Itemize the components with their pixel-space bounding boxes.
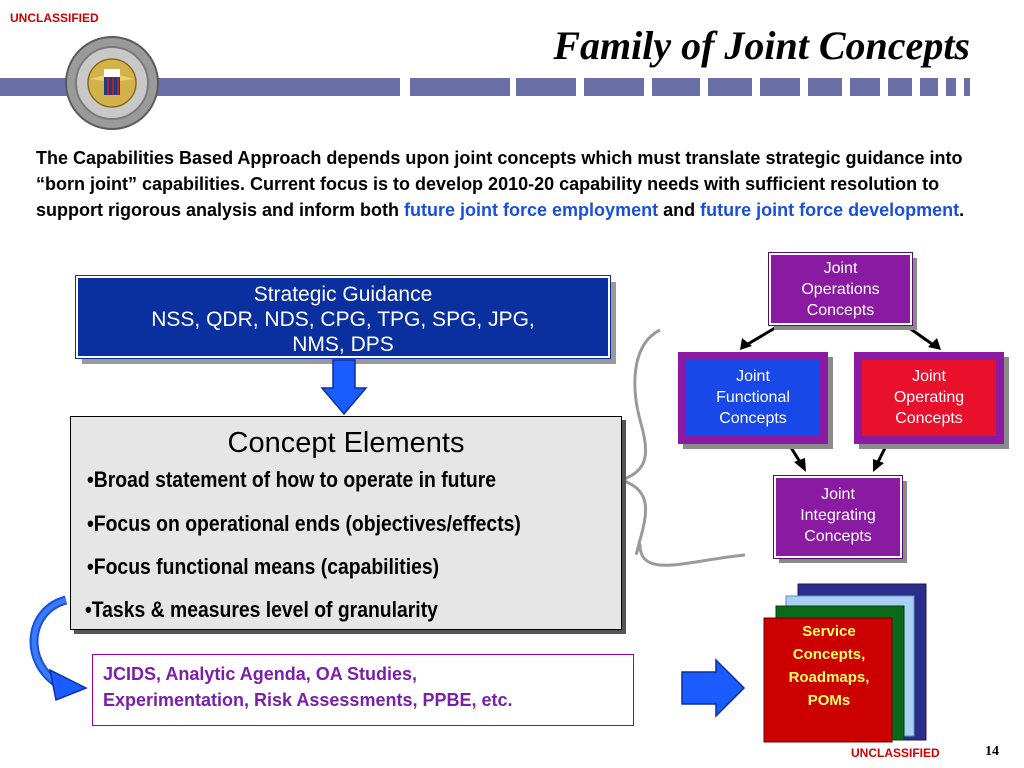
curly-brace xyxy=(617,328,746,567)
concept-element-item: •Broad statement of how to operate in fu… xyxy=(87,467,497,492)
classification-bottom: UNCLASSIFIED xyxy=(851,746,940,760)
joint-chiefs-seal-icon xyxy=(65,36,159,130)
curved-arrow-head xyxy=(48,668,88,702)
concept-elements-box: Concept Elements •Broad statement of how… xyxy=(70,416,622,630)
page-number: 14 xyxy=(985,744,999,759)
service-concepts-label: Service Concepts, Roadmaps, POMs xyxy=(788,623,870,709)
joint-operations-concepts-node: Joint Operations Concepts xyxy=(768,252,913,326)
jcids-line-1: JCIDS, Analytic Agenda, OA Studies, xyxy=(103,664,418,684)
strategic-guidance-list-1: NSS, QDR, NDS, CPG, TPG, SPG, JPG, xyxy=(151,308,535,331)
joint-integrating-concepts-node: Joint Integrating Concepts xyxy=(773,475,903,559)
jcids-box: JCIDS, Analytic Agenda, OA Studies, Expe… xyxy=(92,654,634,726)
intro-text: The Capabilities Based Approach depends … xyxy=(36,148,963,220)
strategic-guidance-list-2: NMS, DPS xyxy=(292,333,394,356)
right-arrow xyxy=(681,658,746,718)
down-arrow xyxy=(320,359,368,416)
strategic-guidance-title: Strategic Guidance xyxy=(253,283,433,306)
classification-top: UNCLASSIFIED xyxy=(10,11,99,25)
intro-highlight-employment: future joint force employment xyxy=(404,200,659,220)
intro-paragraph: The Capabilities Based Approach depends … xyxy=(36,145,996,223)
intro-end: . xyxy=(959,200,965,220)
joint-functional-concepts-node: Joint Functional Concepts xyxy=(678,352,828,444)
joint-operating-concepts-node: Joint Operating Concepts xyxy=(854,352,1004,444)
strategic-guidance-box: Strategic Guidance NSS, QDR, NDS, CPG, T… xyxy=(75,275,611,359)
intro-highlight-development: future joint force development xyxy=(700,200,960,220)
intro-connector: and xyxy=(663,200,696,220)
page-title: Family of Joint Concepts xyxy=(553,23,970,68)
concept-element-item: •Tasks & measures level of granularity xyxy=(85,597,438,622)
concept-elements-title: Concept Elements xyxy=(227,427,465,459)
jcids-line-2: Experimentation, Risk Assessments, PPBE,… xyxy=(103,690,513,710)
service-concepts-stack xyxy=(763,583,927,743)
concept-element-item: •Focus functional means (capabilities) xyxy=(87,554,440,579)
concept-element-item: •Focus on operational ends (objectives/e… xyxy=(87,511,521,536)
